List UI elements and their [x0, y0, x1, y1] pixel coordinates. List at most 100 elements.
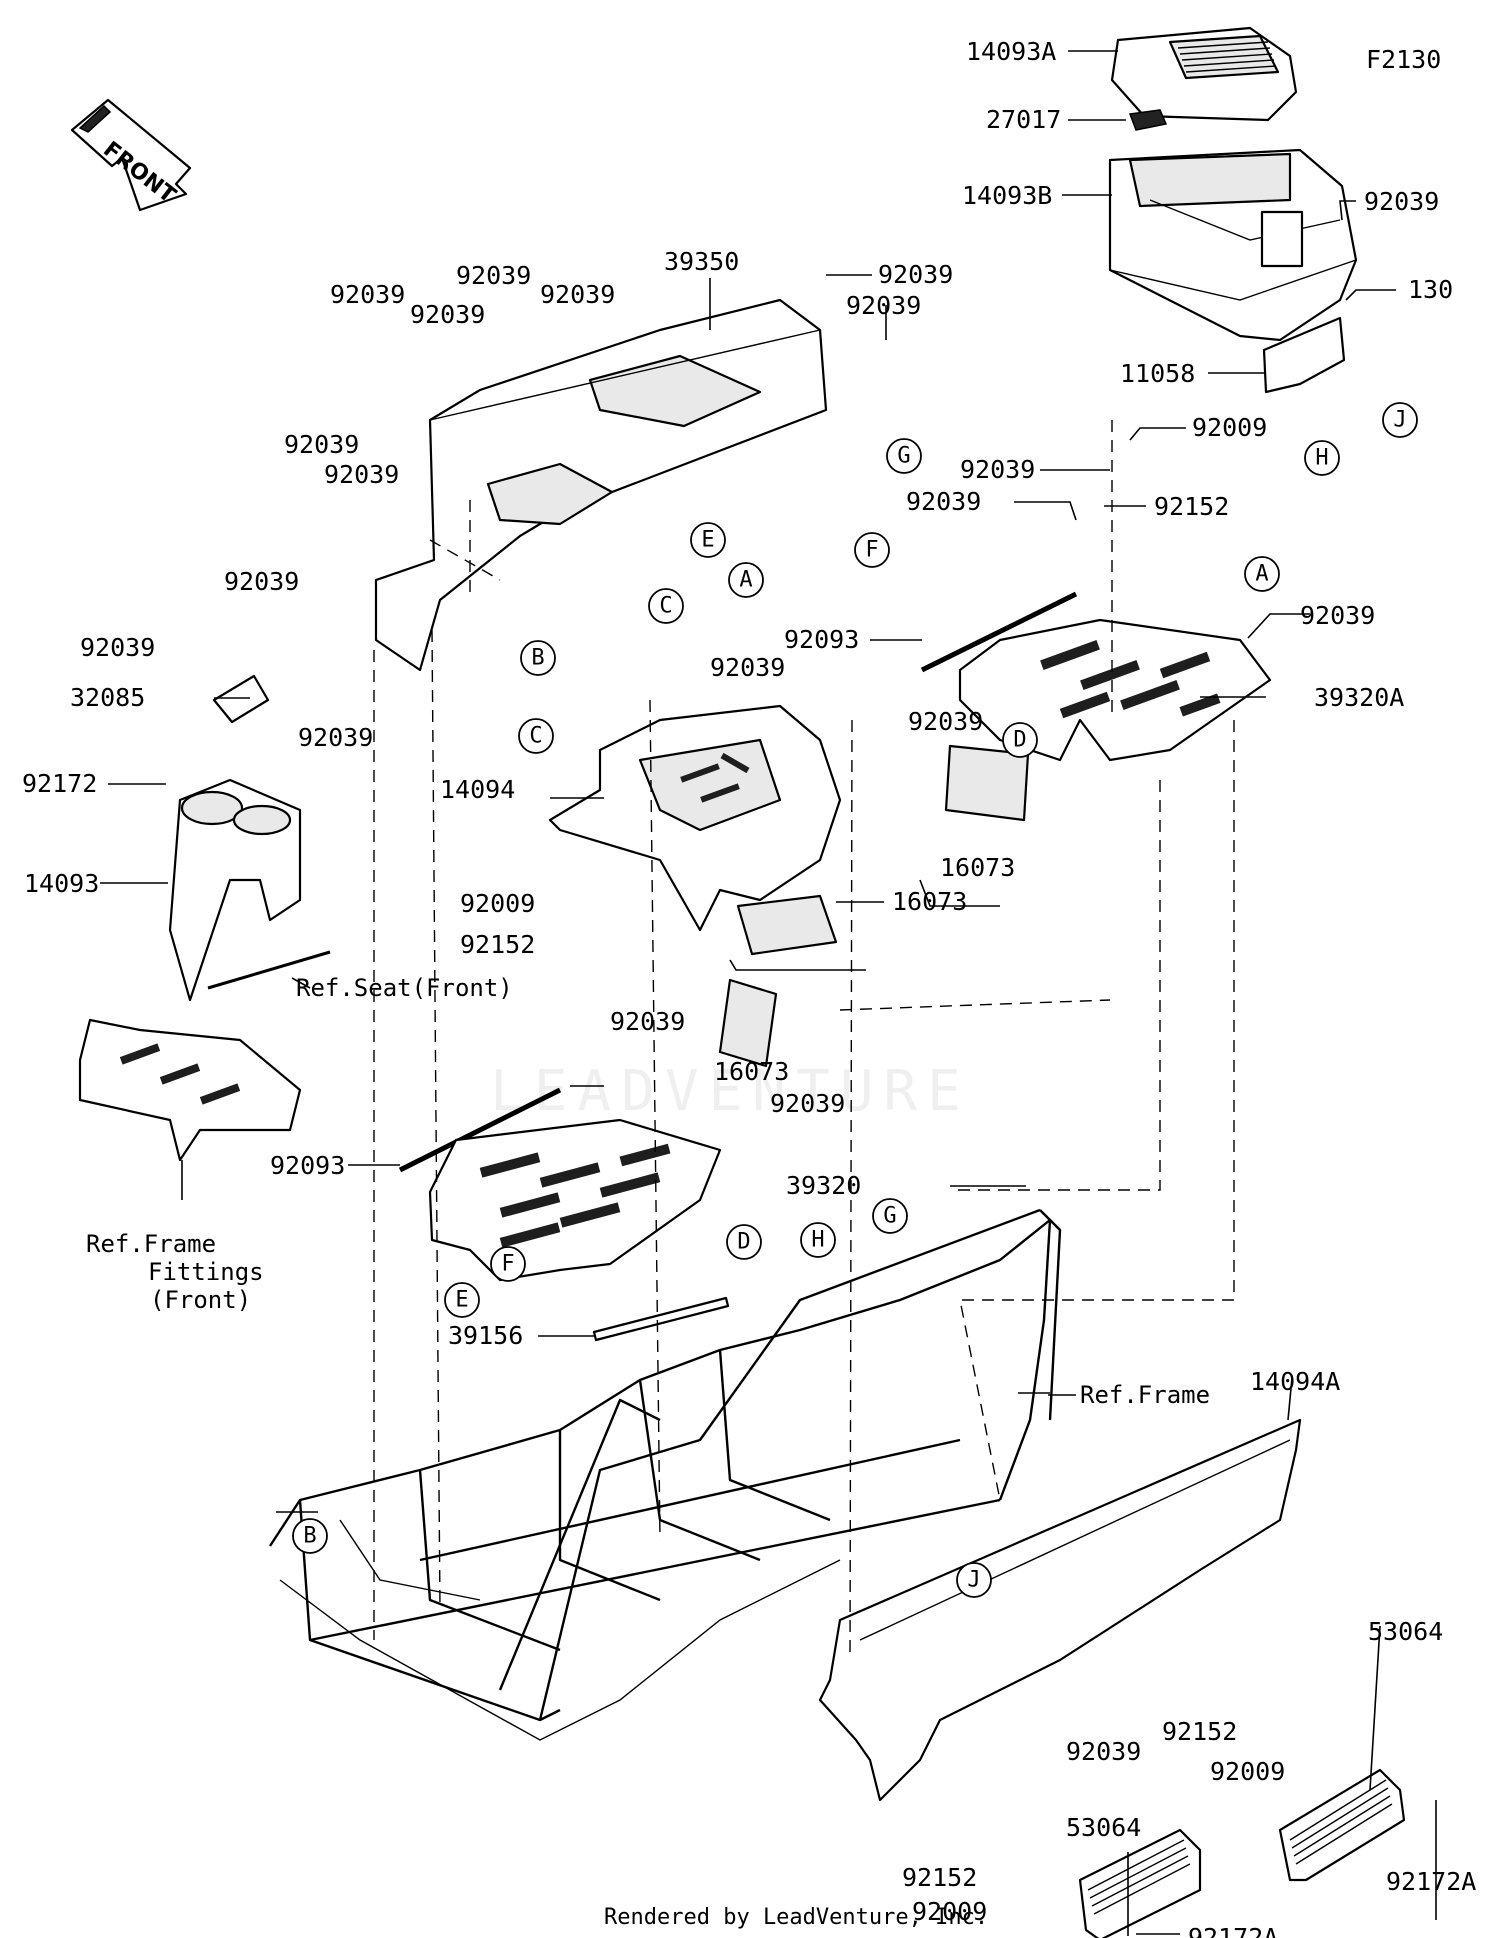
footer-credit: Rendered by LeadVenture, Inc.	[604, 1905, 988, 1930]
svg-text:G: G	[897, 444, 910, 469]
strip-39156	[592, 1296, 730, 1342]
part-label: 92039	[610, 1007, 685, 1036]
ref-frame-fittings-3: (Front)	[150, 1286, 251, 1314]
part-label: 92039	[1066, 1737, 1141, 1766]
svg-text:B: B	[303, 1524, 316, 1549]
part-label: 92093	[270, 1151, 345, 1180]
svg-text:G: G	[883, 1204, 896, 1229]
part-label: 92039	[284, 430, 359, 459]
callout-J: J	[1382, 402, 1418, 438]
callout-A: A	[728, 562, 764, 598]
latch-27017	[1128, 109, 1168, 131]
front-direction-arrow-icon: FRONT	[70, 98, 192, 212]
part-label: 92152	[902, 1863, 977, 1892]
part-label: 11058	[1120, 359, 1195, 388]
svg-text:E: E	[701, 528, 714, 553]
callout-C: C	[518, 718, 554, 754]
bracket-32085	[212, 674, 270, 724]
part-label: 53064	[1066, 1813, 1141, 1842]
part-label: 53064	[1368, 1617, 1443, 1646]
part-label: 92172	[22, 769, 97, 798]
storage-box-14093B	[1108, 148, 1358, 342]
dashed-guide-lines	[373, 420, 1235, 1661]
part-label: 92039	[878, 260, 953, 289]
part-label: 39320	[786, 1171, 861, 1200]
step-53064-right	[1278, 1768, 1406, 1882]
svg-text:D: D	[1013, 728, 1026, 753]
part-label: 39320A	[1314, 683, 1404, 712]
callout-E: E	[444, 1282, 480, 1318]
part-label: 92039	[330, 280, 405, 309]
callout-B: B	[520, 640, 556, 676]
pad-16073-b	[736, 894, 838, 956]
ref-seat-front: Ref.Seat(Front)	[296, 974, 513, 1002]
step-53064-bottom	[1078, 1828, 1202, 1938]
svg-text:H: H	[1315, 446, 1328, 471]
callout-C: C	[648, 588, 684, 624]
part-label: 14094A	[1250, 1367, 1340, 1396]
part-label: 92039	[298, 723, 373, 752]
part-label: 92093	[784, 625, 859, 654]
part-label: 92172A	[1386, 1867, 1476, 1896]
bracket-11058	[1262, 316, 1346, 394]
svg-text:J: J	[1393, 408, 1406, 433]
part-label: 130	[1408, 275, 1453, 304]
callout-F: F	[490, 1246, 526, 1282]
part-label: 92039	[960, 455, 1035, 484]
svg-text:C: C	[659, 594, 672, 619]
callout-A: A	[1244, 556, 1280, 592]
part-label: 92152	[1162, 1717, 1237, 1746]
part-label: 16073	[940, 853, 1015, 882]
part-label: 92039	[710, 653, 785, 682]
callout-E: E	[690, 522, 726, 558]
part-label: 92039	[540, 280, 615, 309]
svg-text:J: J	[967, 1568, 980, 1593]
svg-text:D: D	[737, 1230, 750, 1255]
part-label: 92039	[324, 460, 399, 489]
svg-text:A: A	[1255, 562, 1268, 587]
strip-92093-top	[920, 591, 1078, 673]
svg-text:B: B	[531, 646, 544, 671]
part-label: 92039	[410, 300, 485, 329]
side-panel-14094A	[818, 1418, 1302, 1802]
svg-text:C: C	[529, 724, 542, 749]
callout-H: H	[800, 1222, 836, 1258]
floor-mat-39320	[428, 1118, 722, 1282]
watermark: LEADVENTURE	[490, 1059, 971, 1124]
ref-frame: Ref.Frame	[1080, 1381, 1210, 1409]
center-panel-14094	[548, 704, 842, 932]
svg-text:F: F	[501, 1252, 514, 1277]
pad-16073-a	[944, 744, 1030, 822]
floor-mat-39320A	[958, 618, 1272, 762]
vehicle-frame	[268, 1208, 1062, 1741]
ref-frame-fittings-1: Ref.Frame	[86, 1230, 216, 1258]
part-label: 39156	[448, 1321, 523, 1350]
callout-D: D	[1002, 722, 1038, 758]
part-label: 92039	[846, 291, 921, 320]
part-label: 92009	[912, 1897, 987, 1926]
part-label: 92009	[1210, 1757, 1285, 1786]
callout-H: H	[1304, 440, 1340, 476]
part-label: 32085	[70, 683, 145, 712]
part-label: 92039	[80, 633, 155, 662]
callout-B: B	[292, 1518, 328, 1554]
callout-G: G	[872, 1198, 908, 1234]
cupholder-panel-14093	[168, 778, 302, 1002]
part-labels: 14093A 27017 14093B 92039 130 11058 3935…	[22, 37, 1476, 1938]
part-label: 92039	[770, 1089, 845, 1118]
cover-14093A	[1110, 26, 1298, 122]
callout-J: J	[956, 1562, 992, 1598]
part-label: 14093B	[962, 181, 1052, 210]
part-label: 92152	[1154, 492, 1229, 521]
ref-frame-fittings-2: Fittings	[148, 1258, 264, 1286]
svg-text:F: F	[865, 538, 878, 563]
figure-code: F2130	[1366, 45, 1441, 74]
part-label: 92172A	[1188, 1923, 1278, 1938]
part-label: 92039	[1364, 187, 1439, 216]
part-label: 14093A	[966, 37, 1056, 66]
part-label: 16073	[714, 1057, 789, 1086]
part-label: 14094	[440, 775, 515, 804]
svg-text:E: E	[455, 1288, 468, 1313]
callout-D: D	[726, 1224, 762, 1260]
